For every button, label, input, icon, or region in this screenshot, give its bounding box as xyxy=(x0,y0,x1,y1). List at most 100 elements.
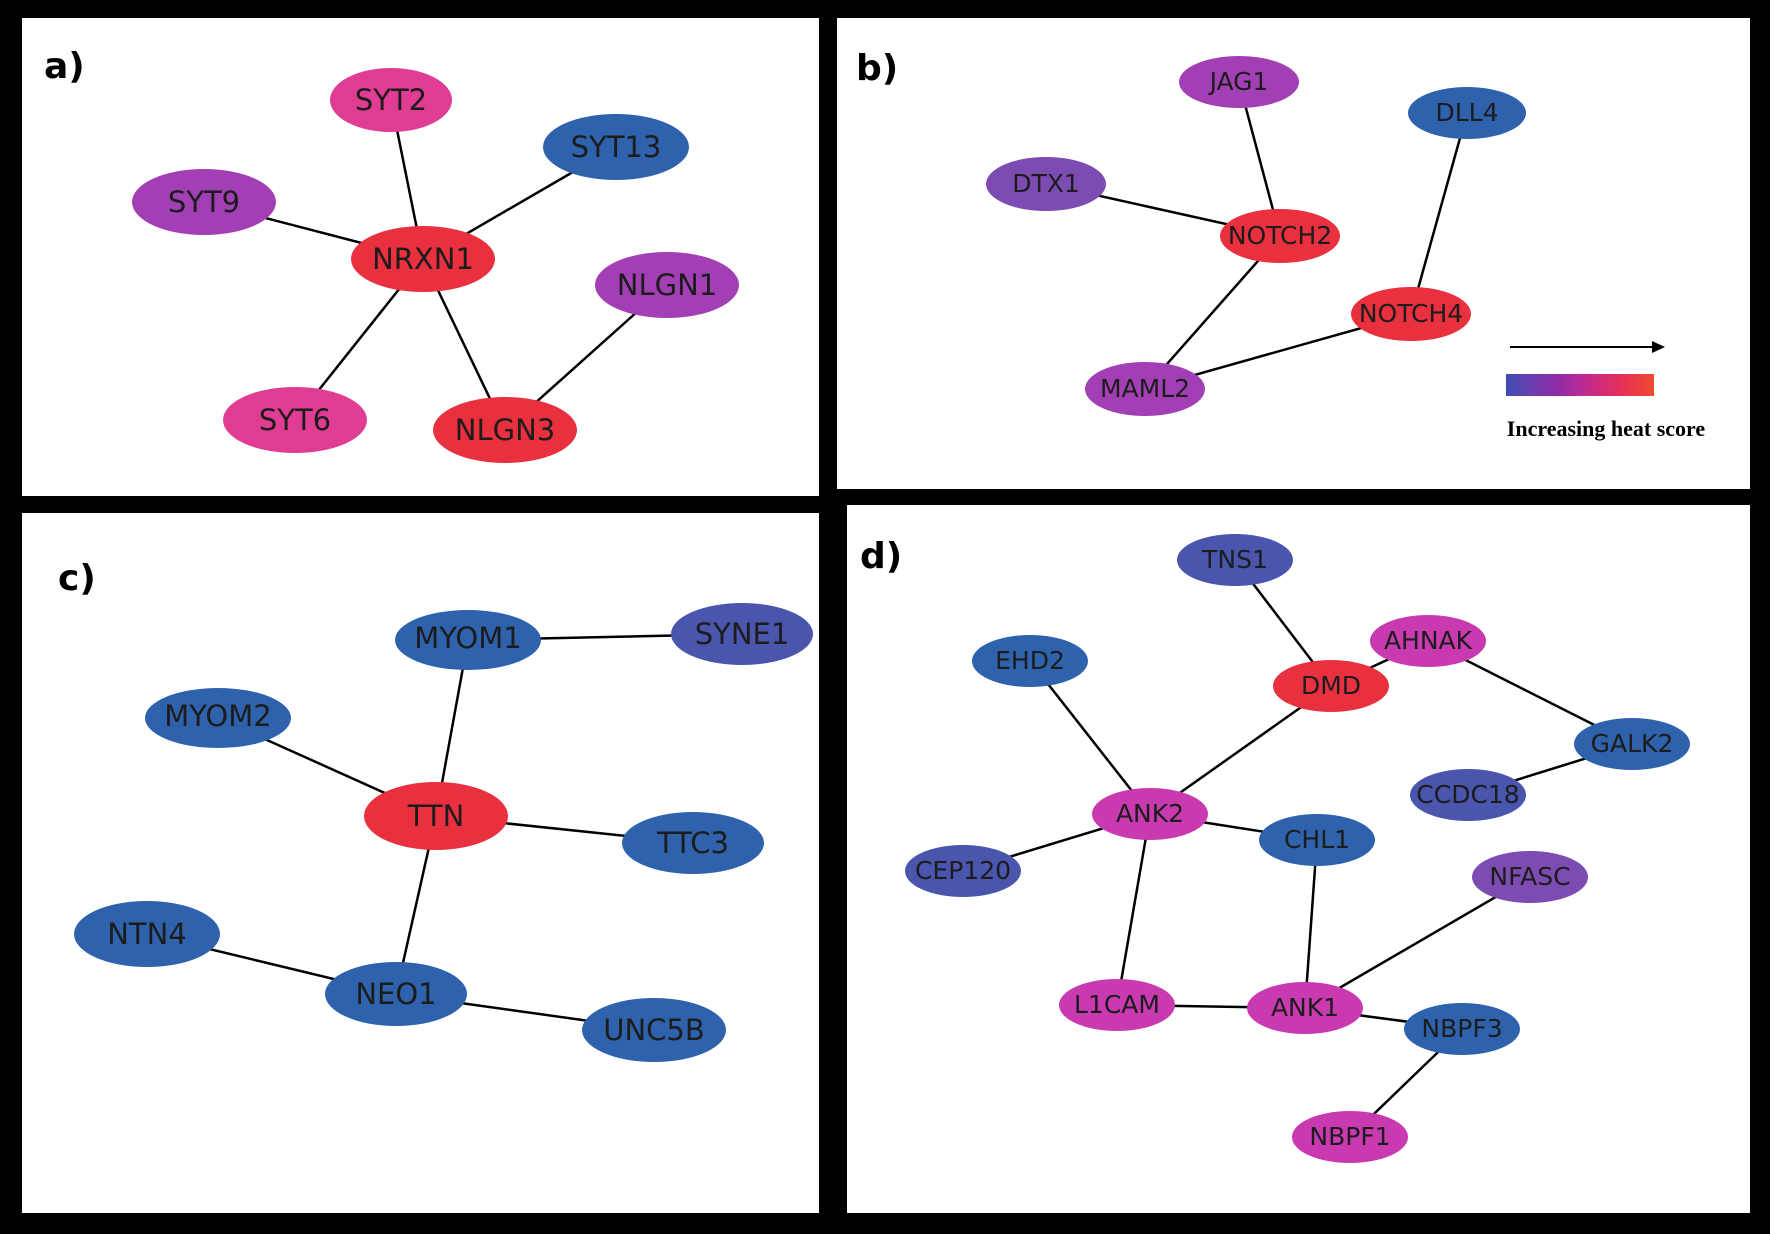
node-jag1: JAG1 xyxy=(1179,56,1299,108)
node-dtx1-label: DTX1 xyxy=(1012,169,1080,198)
node-nlgn1-ellipse xyxy=(595,252,739,318)
node-jag1-ellipse xyxy=(1179,56,1299,108)
node-myom1-ellipse xyxy=(395,610,541,670)
node-notch2: NOTCH2 xyxy=(1220,209,1340,263)
node-ahnak-ellipse xyxy=(1370,615,1486,667)
node-unc5b-ellipse xyxy=(582,998,726,1062)
node-syt13: SYT13 xyxy=(543,114,689,180)
edge-ank2-ehd2 xyxy=(1029,660,1151,815)
node-dll4-ellipse xyxy=(1408,87,1526,139)
node-syt6-ellipse xyxy=(223,387,367,453)
node-chl1-ellipse xyxy=(1259,814,1375,866)
node-ccdc18-ellipse xyxy=(1410,769,1526,821)
node-dll4-label: DLL4 xyxy=(1435,98,1498,127)
node-notch4: NOTCH4 xyxy=(1351,287,1471,341)
node-jag1-label: JAG1 xyxy=(1208,67,1269,96)
node-galk2: GALK2 xyxy=(1574,718,1690,770)
node-nbpf1-ellipse xyxy=(1292,1111,1408,1163)
node-syne1: SYNE1 xyxy=(671,603,813,665)
node-dll4: DLL4 xyxy=(1408,87,1526,139)
node-cep120-ellipse xyxy=(905,845,1021,897)
node-tns1-label: TNS1 xyxy=(1201,545,1268,574)
legend-gradient-bar xyxy=(1506,374,1654,396)
node-syne1-ellipse xyxy=(671,603,813,665)
node-neo1: NEO1 xyxy=(325,962,467,1026)
edge-chl1-ank1 xyxy=(1303,839,1319,1009)
node-nlgn3: NLGN3 xyxy=(433,397,577,463)
node-ccdc18-label: CCDC18 xyxy=(1416,780,1519,809)
node-dmd-ellipse xyxy=(1273,660,1389,712)
node-tns1-ellipse xyxy=(1177,534,1293,586)
node-ank2: ANK2 xyxy=(1092,788,1208,840)
node-nbpf3: NBPF3 xyxy=(1404,1003,1520,1055)
node-chl1-label: CHL1 xyxy=(1284,825,1350,854)
edge-notch2-maml2 xyxy=(1144,235,1281,390)
node-syt13-ellipse xyxy=(543,114,689,180)
node-ahnak-label: AHNAK xyxy=(1384,626,1473,655)
legend-arrow-head xyxy=(1652,341,1665,353)
node-ank1: ANK1 xyxy=(1247,982,1363,1034)
node-tns1: TNS1 xyxy=(1177,534,1293,586)
node-dmd-label: DMD xyxy=(1301,671,1361,700)
node-ehd2: EHD2 xyxy=(972,635,1088,687)
node-maml2-label: MAML2 xyxy=(1100,374,1190,403)
node-myom1-label: MYOM1 xyxy=(414,621,521,655)
heat-score-legend: Increasing heat score xyxy=(1506,341,1705,441)
node-ahnak: AHNAK xyxy=(1370,615,1486,667)
node-syt9-ellipse xyxy=(132,169,276,235)
node-syt9: SYT9 xyxy=(132,169,276,235)
node-ehd2-label: EHD2 xyxy=(995,646,1065,675)
node-syt13-label: SYT13 xyxy=(571,130,662,164)
node-neo1-label: NEO1 xyxy=(355,977,436,1011)
node-notch2-ellipse xyxy=(1220,209,1340,263)
node-maml2: MAML2 xyxy=(1085,362,1205,416)
node-ttn-label: TTN xyxy=(407,799,465,833)
node-nlgn3-label: NLGN3 xyxy=(455,413,555,447)
node-dtx1-ellipse xyxy=(986,157,1106,211)
legend-label: Increasing heat score xyxy=(1507,416,1706,441)
node-ank2-label: ANK2 xyxy=(1116,799,1184,828)
node-nbpf1-label: NBPF1 xyxy=(1309,1122,1390,1151)
edge-notch4-dll4 xyxy=(1409,112,1469,315)
node-galk2-label: GALK2 xyxy=(1591,729,1674,758)
node-l1cam-ellipse xyxy=(1059,979,1175,1031)
panel-c-label: c) xyxy=(58,558,96,599)
node-nfasc-label: NFASC xyxy=(1489,862,1570,891)
node-nfasc-ellipse xyxy=(1472,851,1588,903)
node-ccdc18: CCDC18 xyxy=(1410,769,1526,821)
panel-d: d)TNS1AHNAKEHD2DMDGALK2CCDC18ANK2CHL1CEP… xyxy=(847,505,1750,1213)
node-l1cam-label: L1CAM xyxy=(1074,990,1160,1019)
node-ttc3: TTC3 xyxy=(622,812,764,874)
node-ttn-ellipse xyxy=(364,782,508,850)
node-ntn4-label: NTN4 xyxy=(107,917,187,951)
edge-ank2-l1cam xyxy=(1115,813,1152,1006)
node-cep120-label: CEP120 xyxy=(915,856,1011,885)
node-nbpf1: NBPF1 xyxy=(1292,1111,1408,1163)
node-myom2-label: MYOM2 xyxy=(164,699,271,733)
node-syne1-label: SYNE1 xyxy=(695,617,790,651)
node-nlgn1-label: NLGN1 xyxy=(617,268,717,302)
node-cep120: CEP120 xyxy=(905,845,1021,897)
node-ank2-ellipse xyxy=(1092,788,1208,840)
node-ehd2-ellipse xyxy=(972,635,1088,687)
node-myom2: MYOM2 xyxy=(145,688,291,748)
node-ank1-label: ANK1 xyxy=(1271,993,1339,1022)
node-neo1-ellipse xyxy=(325,962,467,1026)
node-nbpf3-ellipse xyxy=(1404,1003,1520,1055)
node-ttc3-ellipse xyxy=(622,812,764,874)
node-dmd: DMD xyxy=(1273,660,1389,712)
node-unc5b: UNC5B xyxy=(582,998,726,1062)
node-syt9-label: SYT9 xyxy=(168,185,240,219)
node-unc5b-label: UNC5B xyxy=(603,1013,705,1047)
node-nbpf3-label: NBPF3 xyxy=(1421,1014,1502,1043)
panel-a-label: a) xyxy=(44,46,85,87)
node-syt2: SYT2 xyxy=(330,68,452,132)
node-notch4-label: NOTCH4 xyxy=(1359,299,1463,328)
node-maml2-ellipse xyxy=(1085,362,1205,416)
node-ank1-ellipse xyxy=(1247,982,1363,1034)
node-nfasc: NFASC xyxy=(1472,851,1588,903)
